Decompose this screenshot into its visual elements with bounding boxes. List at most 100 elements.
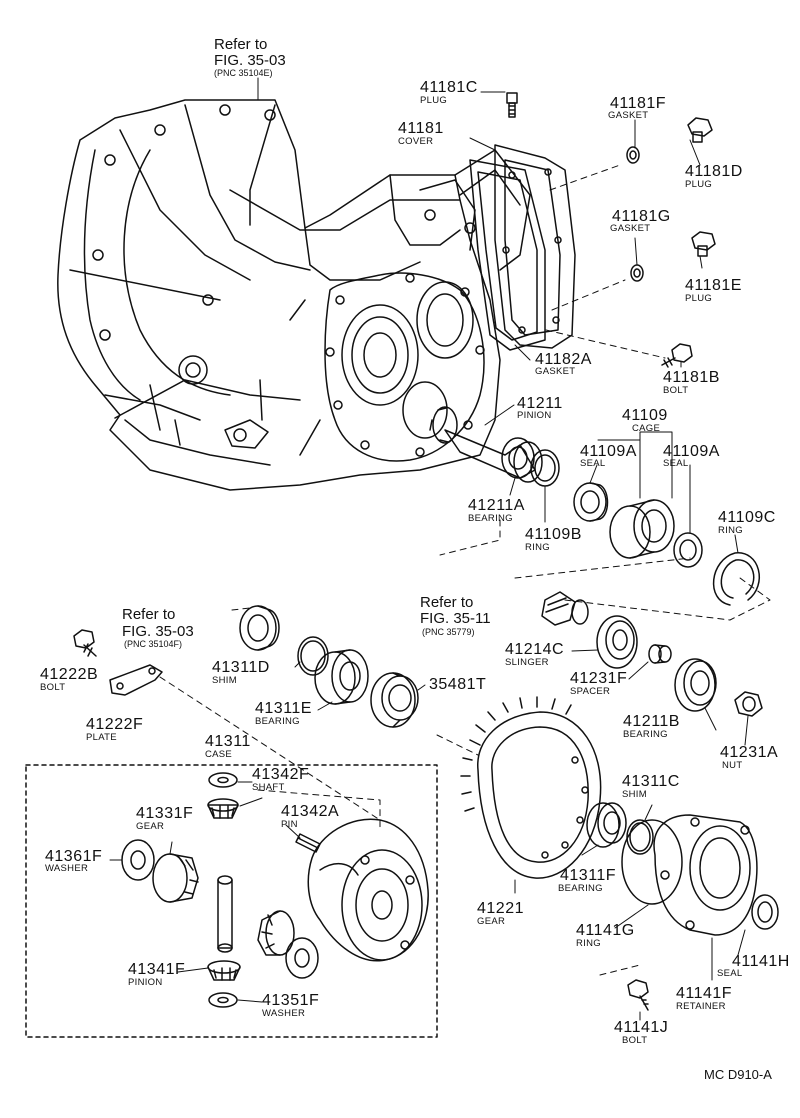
- part-name: BEARING: [623, 729, 668, 740]
- part-name: SHAFT: [252, 782, 285, 793]
- ring-41141G: [621, 819, 683, 905]
- part-number: 41109B: [525, 526, 582, 543]
- part-number: 41311D: [212, 659, 270, 676]
- ref-fig: FIG. 35-11: [420, 610, 491, 627]
- part-name: PLUG: [685, 179, 713, 190]
- washer-41351F-top: [208, 772, 238, 788]
- part-name: NUT: [722, 760, 743, 771]
- seal-35481T: [370, 672, 419, 728]
- ring-41109C: [713, 552, 761, 606]
- part-name: SLINGER: [505, 657, 549, 668]
- retainer-41141F: [653, 814, 758, 936]
- part-name: GEAR: [136, 821, 165, 832]
- part-name: WASHER: [45, 863, 89, 874]
- part-name: SEAL: [717, 968, 743, 979]
- differential-case-41311: [307, 818, 429, 962]
- ref-fig: FIG. 35-03: [122, 623, 194, 640]
- part-name: BEARING: [468, 513, 513, 524]
- gasket-41182A: [469, 159, 546, 351]
- bearing-35779: [541, 591, 589, 626]
- part-name: PLUG: [685, 293, 713, 304]
- part-name: CASE: [205, 749, 233, 760]
- part-number: 41109A: [663, 443, 720, 460]
- part-number: 41109: [622, 407, 668, 424]
- nut-41231A: [734, 691, 763, 717]
- part-number: 35481T: [429, 676, 487, 693]
- ref-pnc: (PNC 35779): [422, 627, 475, 637]
- part-number: 41331F: [136, 805, 194, 822]
- part-name: PLUG: [420, 95, 448, 106]
- slinger-41214C: [596, 615, 638, 669]
- part-number: 41351F: [262, 992, 320, 1009]
- part-name: COVER: [398, 136, 434, 147]
- part-number: 41181G: [612, 208, 671, 225]
- transaxle-housing: [57, 99, 531, 491]
- part-number: 41211A: [468, 497, 525, 514]
- pin-41342A: [295, 833, 321, 853]
- part-number: 41311F: [560, 867, 617, 884]
- bolt-41222B: [73, 629, 97, 657]
- part-number: 41214C: [505, 641, 565, 658]
- shim-41311C: [626, 819, 654, 855]
- washer-41361F: [121, 839, 155, 881]
- assembly-lines: [159, 164, 771, 976]
- bolt-41141J: [627, 979, 649, 1011]
- plug-41181E: [691, 231, 716, 257]
- seal-41109A-left: [573, 482, 609, 522]
- pinion-41341F: [207, 960, 241, 981]
- part-name: CAGE: [632, 423, 661, 434]
- part-number: 41181E: [685, 277, 742, 294]
- part-number: 41181D: [685, 163, 743, 180]
- part-number: 41141J: [614, 1019, 669, 1036]
- part-name: BOLT: [622, 1035, 648, 1046]
- ref-pnc: (PNC 35104E): [214, 68, 273, 78]
- differential-box: [25, 764, 438, 1038]
- part-name: PINION: [517, 410, 552, 421]
- bearing-41311E: [314, 649, 369, 705]
- part-name: SHIM: [212, 675, 237, 686]
- part-number: 41222B: [40, 666, 99, 683]
- ring-gear-41221: [460, 696, 602, 879]
- part-name: RING: [718, 525, 743, 536]
- shaft-41342F: [217, 875, 233, 953]
- part-name: SPACER: [570, 686, 611, 697]
- ref-title: Refer to: [420, 594, 474, 611]
- part-name: GASKET: [535, 366, 576, 377]
- part-name: RING: [576, 938, 601, 949]
- part-number: 41181B: [663, 369, 720, 386]
- part-name: SEAL: [580, 458, 606, 469]
- part-number: 41109C: [718, 509, 776, 526]
- cage-41109: [609, 499, 675, 559]
- part-number: 41361F: [45, 848, 103, 865]
- bearing-35104F: [239, 605, 280, 651]
- washer-41351F-bottom: [208, 992, 238, 1008]
- spacer-41231F: [648, 644, 672, 664]
- gasket-41181F: [626, 146, 640, 164]
- part-number: 41211: [517, 395, 563, 412]
- part-number: 41222F: [86, 716, 144, 733]
- plug-41181C: [506, 92, 518, 118]
- bearing-41311F: [586, 802, 627, 848]
- part-number: 41342F: [252, 766, 310, 783]
- ref-title: Refer to: [214, 36, 268, 53]
- part-name: BEARING: [255, 716, 300, 727]
- seal-41109A-right: [673, 532, 703, 568]
- part-number: 41181: [398, 120, 444, 137]
- ref-fig: FIG. 35-03: [214, 52, 286, 69]
- part-number: 41109A: [580, 443, 637, 460]
- part-name: WASHER: [262, 1008, 306, 1019]
- bearing-41211B: [674, 658, 717, 712]
- part-number: 41342A: [281, 803, 340, 820]
- gasket-41181G: [630, 264, 644, 282]
- part-number: 41311E: [255, 700, 312, 717]
- part-name: BEARING: [558, 883, 603, 894]
- part-number: 41181C: [420, 79, 478, 96]
- part-name: RETAINER: [676, 1001, 726, 1012]
- diagram-code: MC D910-A: [704, 1067, 772, 1082]
- part-number: 41182A: [535, 351, 592, 368]
- cover-41181: [494, 144, 576, 349]
- gear-41331F: [152, 853, 199, 903]
- part-name: SEAL: [663, 458, 689, 469]
- part-name: PINION: [128, 977, 163, 988]
- part-number: 41231F: [570, 670, 628, 687]
